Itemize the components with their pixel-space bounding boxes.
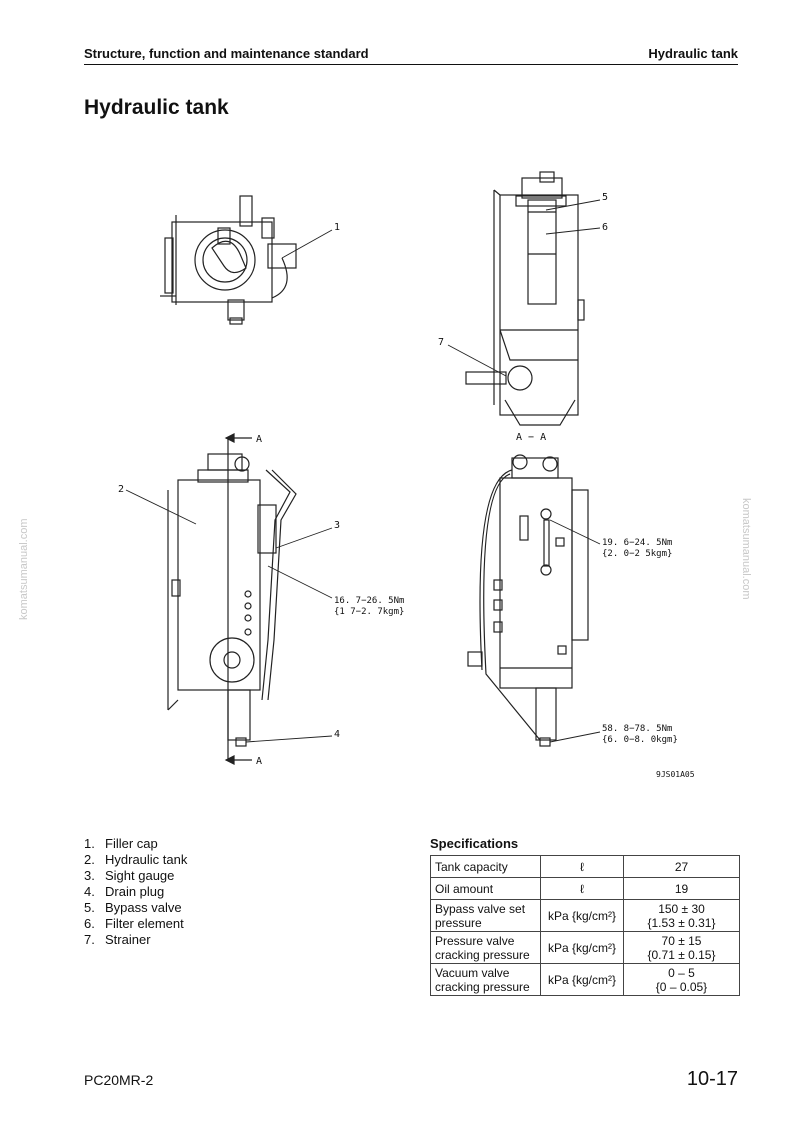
callout-5: 5 — [602, 192, 608, 203]
list-item: 1.Filler cap — [84, 836, 158, 851]
list-item: 5.Bypass valve — [84, 900, 182, 915]
callout-numbers: 1 5 6 7 2 3 4 A A A − A — [118, 192, 608, 767]
section-view — [465, 171, 585, 426]
footer-page-number: 10-17 — [686, 1068, 738, 1090]
page-title: Hydraulic tank — [84, 96, 229, 119]
list-item: 3.Sight gauge — [84, 868, 175, 883]
callout-6: 6 — [602, 222, 608, 233]
torque-annotations: 16. 7−26. 5Nm {1 7−2. 7kgm} 19. 6−24. 5N… — [334, 538, 695, 779]
table-row: Vacuum valve cracking pressure kPa {kg/c… — [430, 963, 740, 996]
footer-model: PC20MR-2 — [84, 1072, 154, 1088]
callout-4: 4 — [334, 729, 340, 740]
callout-7: 7 — [438, 337, 444, 348]
list-item: 7.Strainer — [84, 932, 151, 947]
hydraulic-tank-drawing: 1 5 6 7 2 3 4 A A A − A 16. 7−26. 5Nm {1… — [118, 171, 695, 779]
header-topic: Hydraulic tank — [648, 46, 738, 61]
section-label-top: A — [256, 434, 262, 445]
section-markers — [224, 433, 252, 765]
parts-list: 1.Filler cap 2.Hydraulic tank 3.Sight ga… — [84, 836, 187, 948]
table-row: Pressure valve cracking pressure kPa {kg… — [430, 931, 740, 964]
drawing-id: 9JS01A05 — [656, 770, 695, 779]
table-row: Tank capacity ℓ 27 — [430, 855, 740, 878]
section-label-bottom: A — [256, 756, 262, 767]
list-item: 6.Filter element — [84, 916, 184, 931]
torque-drain-nm: 58. 8−78. 5Nm — [602, 724, 672, 734]
callout-2: 2 — [118, 484, 124, 495]
leader-lines — [125, 199, 601, 743]
table-row: Oil amount ℓ 19 — [430, 877, 740, 900]
torque-sight-gauge-nm: 16. 7−26. 5Nm — [334, 596, 404, 606]
callout-1: 1 — [334, 222, 340, 233]
header-rule — [84, 64, 738, 65]
section-view-label: A − A — [516, 432, 546, 443]
torque-upper-right-nm: 19. 6−24. 5Nm — [602, 538, 672, 548]
list-item: 2.Hydraulic tank — [84, 852, 188, 867]
top-view — [160, 195, 297, 325]
list-item: 4.Drain plug — [84, 884, 165, 899]
specifications-table: Tank capacity ℓ 27 Oil amount ℓ 19 Bypas… — [430, 855, 740, 996]
specifications-title: Specifications — [430, 836, 519, 851]
header-section: Structure, function and maintenance stan… — [84, 46, 369, 61]
table-row: Bypass valve set pressure kPa {kg/cm²} 1… — [430, 899, 740, 932]
rear-view — [467, 454, 589, 747]
callout-3: 3 — [334, 520, 340, 531]
torque-drain-kgm: {6. 0−8. 0kgm} — [602, 735, 678, 745]
torque-sight-gauge-kgm: {1 7−2. 7kgm} — [334, 607, 404, 617]
side-view — [167, 453, 297, 747]
torque-upper-right-kgm: {2. 0−2 5kgm} — [602, 549, 672, 559]
